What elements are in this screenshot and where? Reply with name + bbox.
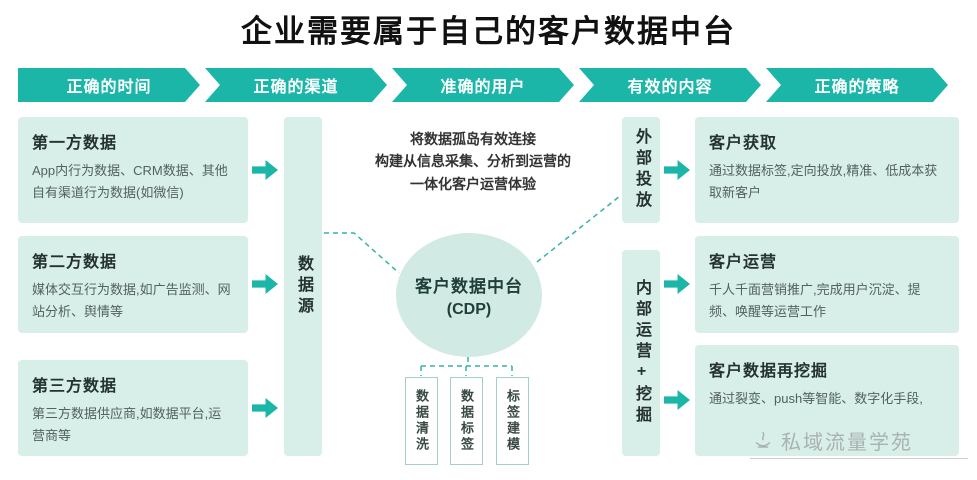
hub-title: 客户数据中台 xyxy=(415,276,523,296)
step-right-channel: 正确的渠道 xyxy=(205,68,387,102)
external-delivery-label: 外部投放 xyxy=(633,128,650,212)
customer-operation-box: 客户运营 千人千面营销推广,完成用户沉淀、提频、唤醒等运营工作 xyxy=(695,236,959,333)
step-effective-content: 有效的内容 xyxy=(579,68,761,102)
watermark-text: 私域流量学苑 xyxy=(781,432,913,454)
box-body: 千人千面营销推广,完成用户沉淀、提频、唤醒等运营工作 xyxy=(709,282,921,319)
customer-data-mining-box: 客户数据再挖掘 通过裂变、push等智能、数字化手段, xyxy=(695,345,959,456)
box-body: 通过裂变、push等智能、数字化手段, xyxy=(709,391,923,406)
step-accurate-user: 准确的用户 xyxy=(392,68,574,102)
center-description: 将数据孤岛有效连接 构建从信息采集、分析到运营的 一体化客户运营体验 xyxy=(375,131,571,192)
box-title: 客户运营 xyxy=(709,254,778,271)
arrow-right-icon xyxy=(252,160,278,180)
box-title: 客户数据再挖掘 xyxy=(709,363,829,380)
watermark-logo-icon xyxy=(755,431,771,448)
box-body: 第三方数据供应商,如数据平台,运营商等 xyxy=(32,406,222,443)
step-right-time: 正确的时间 xyxy=(18,68,200,102)
step-label: 正确的时间 xyxy=(66,79,152,96)
steps-ribbon: 正确的时间 正确的渠道 准确的用户 有效的内容 正确的策略 xyxy=(18,68,948,102)
process-box-tag-modeling: 标签建模 xyxy=(496,377,529,465)
data-source-label: 数据源 xyxy=(295,255,312,318)
data-source-bar: 数据源 xyxy=(284,117,322,456)
process-box-data-tagging: 数据标签 xyxy=(450,377,483,465)
page-title: 企业需要属于自己的客户数据中台 xyxy=(241,14,736,49)
cdp-hub-ellipse: 客户数据中台 (CDP) xyxy=(396,233,542,357)
internal-operation-bar: 内部运营+挖掘 xyxy=(622,250,660,456)
box-title: 第一方数据 xyxy=(32,135,118,152)
process-label: 数据清洗 xyxy=(414,389,429,453)
box-title: 客户获取 xyxy=(709,135,778,152)
step-right-strategy: 正确的策略 xyxy=(766,68,948,102)
step-label: 有效的内容 xyxy=(627,79,713,96)
hub-subtitle: (CDP) xyxy=(446,300,492,318)
second-party-data-box: 第二方数据 媒体交互行为数据,如广告监测、网站分析、舆情等 xyxy=(18,236,248,333)
arrow-right-icon xyxy=(252,398,278,418)
watermark-divider xyxy=(750,458,968,459)
process-label: 数据标签 xyxy=(459,389,474,453)
arrow-right-icon xyxy=(252,274,278,294)
external-delivery-bar: 外部投放 xyxy=(622,117,660,223)
customer-acquisition-box: 客户获取 通过数据标签,定向投放,精准、低成本获取新客户 xyxy=(695,117,959,223)
box-body: 媒体交互行为数据,如广告监测、网站分析、舆情等 xyxy=(32,282,231,319)
box-title: 第三方数据 xyxy=(32,378,118,395)
step-label: 正确的策略 xyxy=(814,79,900,96)
process-label: 标签建模 xyxy=(505,389,520,453)
arrow-right-icon xyxy=(664,390,690,410)
box-title: 第二方数据 xyxy=(32,254,118,271)
watermark: 私域流量学苑 xyxy=(752,426,964,455)
box-body: App内行为数据、CRM数据、其他自有渠道行为数据(如微信) xyxy=(32,163,228,200)
step-label: 正确的渠道 xyxy=(253,79,339,96)
step-label: 准确的用户 xyxy=(440,79,526,96)
arrow-right-icon xyxy=(664,274,690,294)
box-body: 通过数据标签,定向投放,精准、低成本获取新客户 xyxy=(709,163,938,200)
arrow-right-icon xyxy=(664,160,690,180)
first-party-data-box: 第一方数据 App内行为数据、CRM数据、其他自有渠道行为数据(如微信) xyxy=(18,117,248,223)
third-party-data-box: 第三方数据 第三方数据供应商,如数据平台,运营商等 xyxy=(18,360,248,456)
internal-operation-label: 内部运营+挖掘 xyxy=(633,279,650,427)
process-box-data-cleaning: 数据清洗 xyxy=(405,377,438,465)
